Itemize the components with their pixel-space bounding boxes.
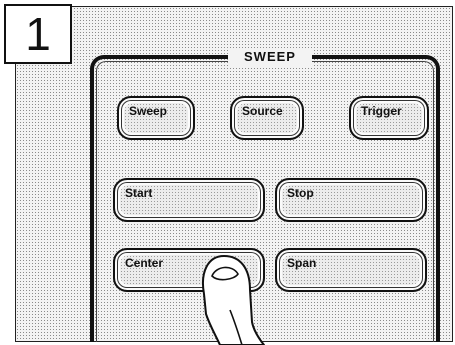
step-number: 1 xyxy=(25,11,51,57)
source-key-label: Source xyxy=(242,104,283,118)
span-key[interactable]: Span xyxy=(275,248,427,292)
start-key[interactable]: Start xyxy=(113,178,265,222)
step-number-box: 1 xyxy=(4,4,72,64)
sweep-group-title: SWEEP xyxy=(228,48,312,66)
trigger-key[interactable]: Trigger xyxy=(349,96,429,140)
center-key-label: Center xyxy=(125,256,163,270)
sweep-key-label: Sweep xyxy=(129,104,167,118)
finger-pressing-icon xyxy=(190,250,270,345)
source-key[interactable]: Source xyxy=(230,96,304,140)
stop-key-label: Stop xyxy=(287,186,314,200)
trigger-key-label: Trigger xyxy=(361,104,402,118)
start-key-label: Start xyxy=(125,186,152,200)
sweep-key[interactable]: Sweep xyxy=(117,96,195,140)
span-key-label: Span xyxy=(287,256,316,270)
stop-key[interactable]: Stop xyxy=(275,178,427,222)
